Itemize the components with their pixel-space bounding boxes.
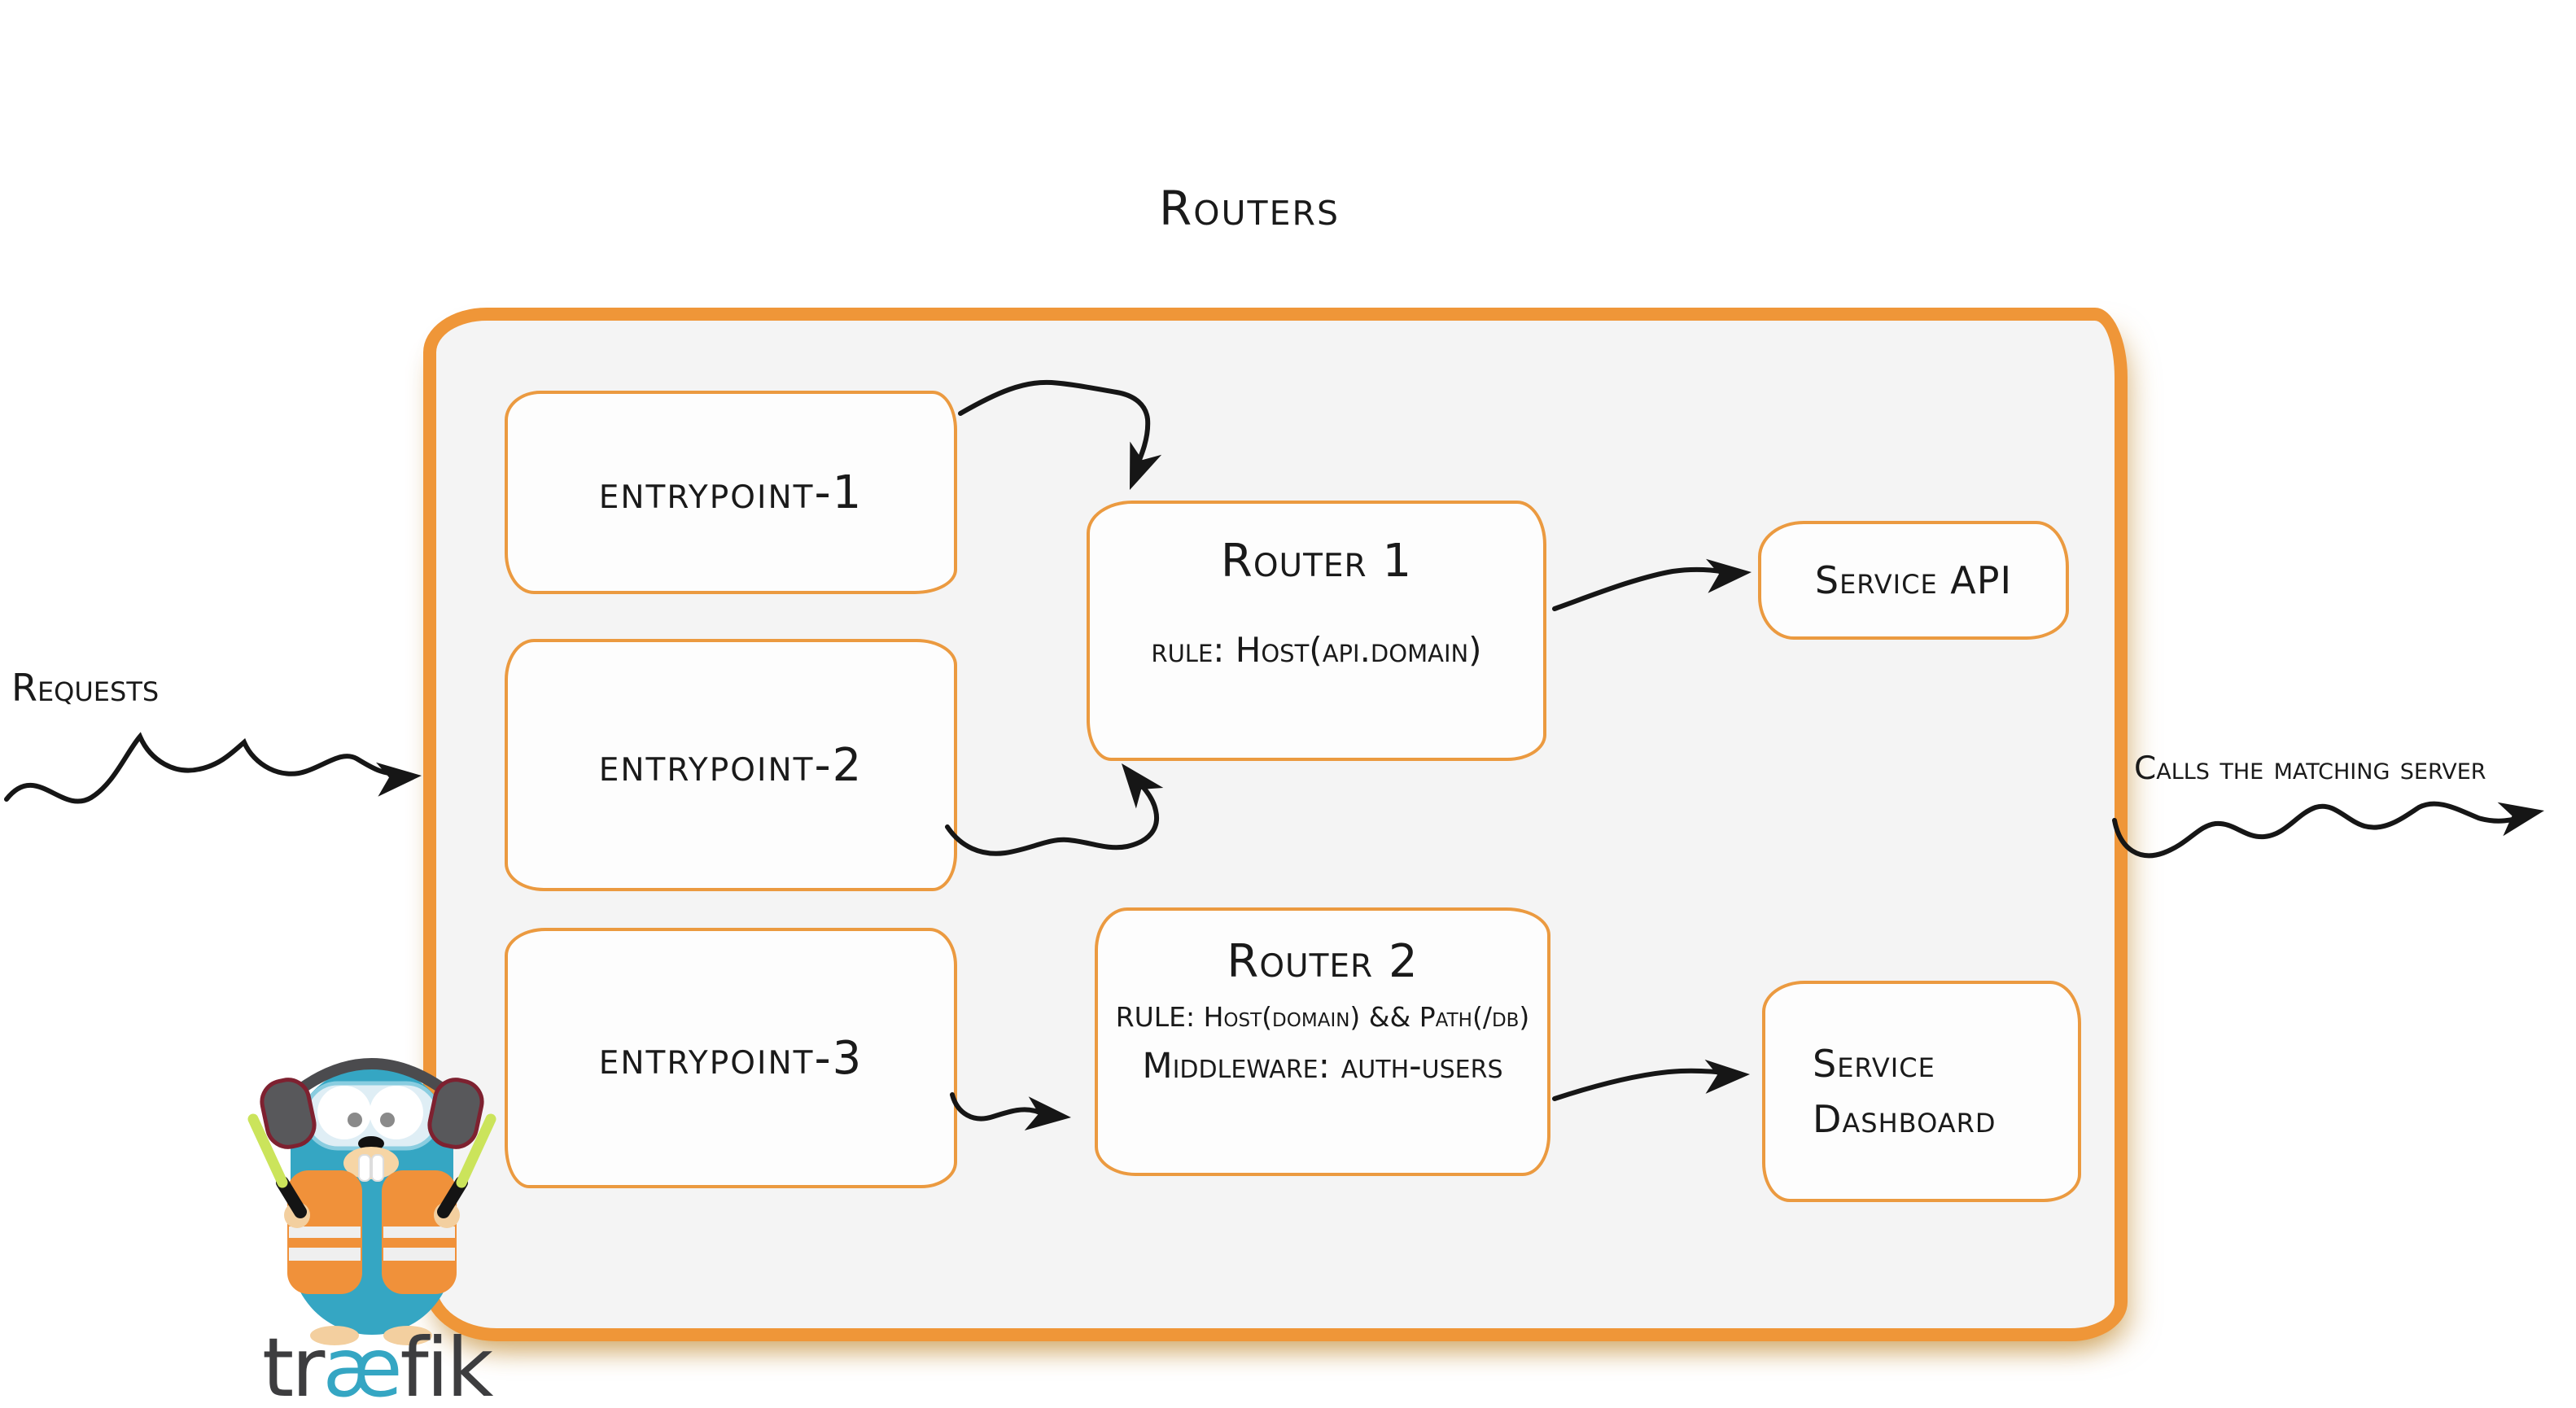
entrypoint-2-label: entrypoint-2 bbox=[598, 738, 864, 792]
entrypoint-1-box: entrypoint-1 bbox=[505, 391, 957, 594]
wordmark-ae: æ bbox=[322, 1320, 402, 1408]
wordmark-pre: tr bbox=[262, 1320, 325, 1408]
requests-arrow bbox=[4, 732, 422, 804]
requests-label: Requests bbox=[11, 666, 160, 710]
calls-matching-server-label: Calls the matching server bbox=[2134, 750, 2486, 787]
gopher-light-stick-left bbox=[247, 1113, 288, 1188]
router-1-box: Router 1 rule: Host(api.domain) bbox=[1087, 501, 1546, 761]
entrypoint-2-box: entrypoint-2 bbox=[505, 639, 957, 891]
service-dashboard-label-line1: Service bbox=[1813, 1042, 1935, 1086]
entrypoint-3-label: entrypoint-3 bbox=[598, 1031, 864, 1085]
calls-matching-server-arrow bbox=[2112, 801, 2544, 859]
service-api-box: Service API bbox=[1758, 521, 2069, 640]
router-1-title: Router 1 bbox=[1220, 535, 1413, 588]
service-api-label: Service API bbox=[1814, 558, 2013, 602]
router-2-box: Router 2 RULE: Host(domain) && Path(/db)… bbox=[1095, 907, 1550, 1176]
gopher-light-stick-right bbox=[456, 1113, 496, 1188]
traefik-gopher-logo bbox=[247, 1058, 496, 1345]
gopher-safety-vest bbox=[287, 1170, 457, 1294]
service-dashboard-label-line2: Dashboard bbox=[1813, 1097, 1997, 1141]
router-2-title: Router 2 bbox=[1227, 935, 1419, 988]
traefik-wordmark: træfik bbox=[262, 1320, 494, 1408]
entrypoint-1-label: entrypoint-1 bbox=[598, 466, 864, 519]
router-1-rule: rule: Host(api.domain) bbox=[1151, 630, 1482, 670]
router-2-rule: RULE: Host(domain) && Path(/db) bbox=[1115, 1001, 1530, 1033]
diagram-title: Routers bbox=[1158, 181, 1340, 236]
gopher-headphones bbox=[282, 1058, 462, 1105]
service-dashboard-box: Service Dashboard bbox=[1762, 981, 2081, 1202]
wordmark-post: fik bbox=[400, 1320, 494, 1408]
entrypoint-3-box: entrypoint-3 bbox=[505, 928, 957, 1188]
router-2-middleware: Middleware: auth-users bbox=[1142, 1046, 1503, 1087]
